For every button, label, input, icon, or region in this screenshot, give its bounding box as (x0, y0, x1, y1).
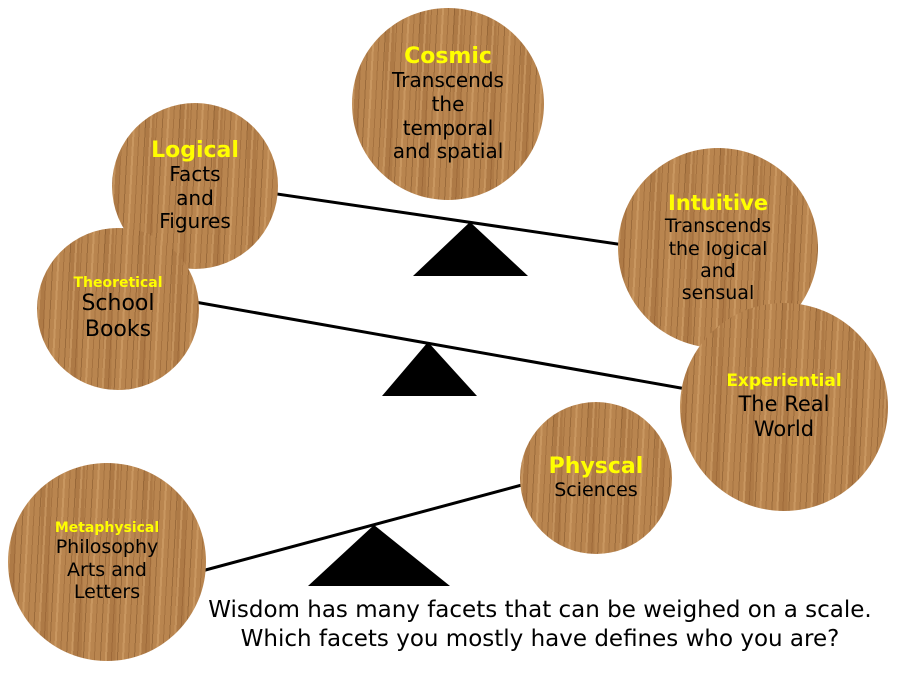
facet-body: Transcends the temporal and spatial (392, 68, 504, 164)
caption: Wisdom has many facets that can be weigh… (190, 596, 890, 655)
facet-body: Transcends the logical and sensual (664, 215, 772, 305)
facet-title: Metaphysical (54, 520, 160, 537)
caption-line-1: Wisdom has many facets that can be weigh… (208, 597, 872, 623)
facet-title: Experiential (726, 371, 842, 392)
fulcrum-triangle-top (413, 222, 528, 276)
facet-title: Cosmic (404, 44, 492, 70)
fulcrum-triangle-bottom (308, 525, 450, 586)
facet-circle-cosmic: Cosmic Transcends the temporal and spati… (352, 8, 544, 200)
facet-body: The Real World (738, 392, 830, 441)
facet-body: Facts and Figures (159, 162, 231, 234)
scale-beam-middle (194, 300, 693, 392)
scale-beam-bottom (197, 480, 534, 574)
facet-circle-metaphysical: Metaphysical Philosophy Arts and Letters (8, 463, 206, 661)
facet-circle-theoretical: Theoretical School Books (37, 228, 199, 390)
facet-title: Physcal (548, 454, 644, 480)
facet-body: Philosophy Arts and Letters (55, 536, 159, 604)
facet-body: Sciences (554, 479, 638, 502)
facet-title: Logical (151, 137, 239, 163)
facet-title: Theoretical (73, 275, 163, 291)
fulcrum-triangle-middle (382, 342, 477, 396)
facet-circle-experiential: Experiential The Real World (680, 303, 888, 511)
facet-circle-physcal: Physcal Sciences (520, 402, 672, 554)
facet-body: School Books (81, 291, 155, 343)
facet-title: Intuitive (667, 191, 769, 216)
caption-line-2: Which facets you mostly have defines who… (240, 626, 840, 653)
